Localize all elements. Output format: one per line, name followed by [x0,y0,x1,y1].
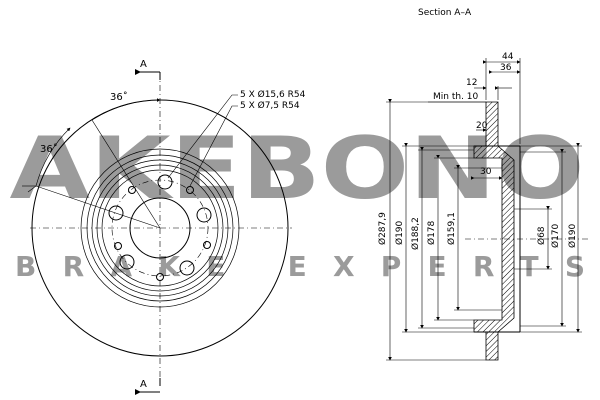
bolt-hole-large [108,205,124,221]
small-hole [156,273,164,281]
right-diameters: Ø68 Ø170 Ø190 [514,143,582,333]
section-marker-bottom: A [135,378,161,395]
front-view: 36˚ 36˚ A A 5 X Ø15,6 R54 5 X Ø7,5 R54 [22,59,306,395]
dia-178: Ø178 [426,220,437,245]
dim-20: 20 [476,121,488,131]
callout-leader-small [189,105,238,187]
dia-159-1: Ø159,1 [446,212,457,245]
dim-36: 36 [500,63,512,73]
small-hole [203,241,211,249]
bolt-hole-large [179,260,195,276]
dia-188-2: Ø188,2 [410,217,421,250]
small-hole [114,242,122,250]
dia-287-9: Ø287,9 [377,212,388,245]
small-hole [186,186,194,194]
callout-small-holes: 5 X Ø7,5 R54 [240,100,300,111]
dim-30: 30 [480,167,492,177]
dia-170: Ø170 [550,223,561,248]
angle-arc-1 [91,98,161,121]
dia-190-left: Ø190 [394,220,405,245]
section-title: Section A–A [418,8,472,18]
angle-line [35,185,161,229]
dim-12: 12 [466,78,477,88]
large-bolt-holes [108,174,212,276]
angle-extension [27,185,37,193]
angle-arc-2 [35,127,71,187]
angle-line [91,119,161,229]
section-marker-top-label: A [140,59,147,70]
angle-label-1: 36˚ [110,91,128,103]
dim-min-thickness: Min th. 10 [433,92,479,102]
callout-large-holes: 5 X Ø15,6 R54 [240,89,306,100]
bolt-hole-large [157,174,173,190]
dia-68: Ø68 [536,226,547,245]
angle-label-2: 36˚ [40,143,58,155]
bolt-hole-large [119,254,135,270]
callout-leader-large [167,94,238,179]
small-holes [114,186,211,281]
section-view: Section A–A 44 36 12 Min th. 10 20 30 [377,8,590,361]
section-marker-top: A [135,59,161,80]
dia-190-right: Ø190 [567,223,578,248]
left-diameters: Ø287,9 Ø190 Ø188,2 Ø178 Ø159,1 [377,99,502,361]
bolt-hole-large [196,207,212,223]
watermark-tagline: BRAKE EXPERTS [15,250,585,283]
dim-44: 44 [502,52,514,62]
small-hole [128,186,136,194]
top-dimensions: 44 36 12 Min th. 10 20 30 [428,52,521,180]
watermark: AKEBONO BRAKE EXPERTS [10,119,586,283]
section-marker-bottom-label: A [140,379,147,390]
